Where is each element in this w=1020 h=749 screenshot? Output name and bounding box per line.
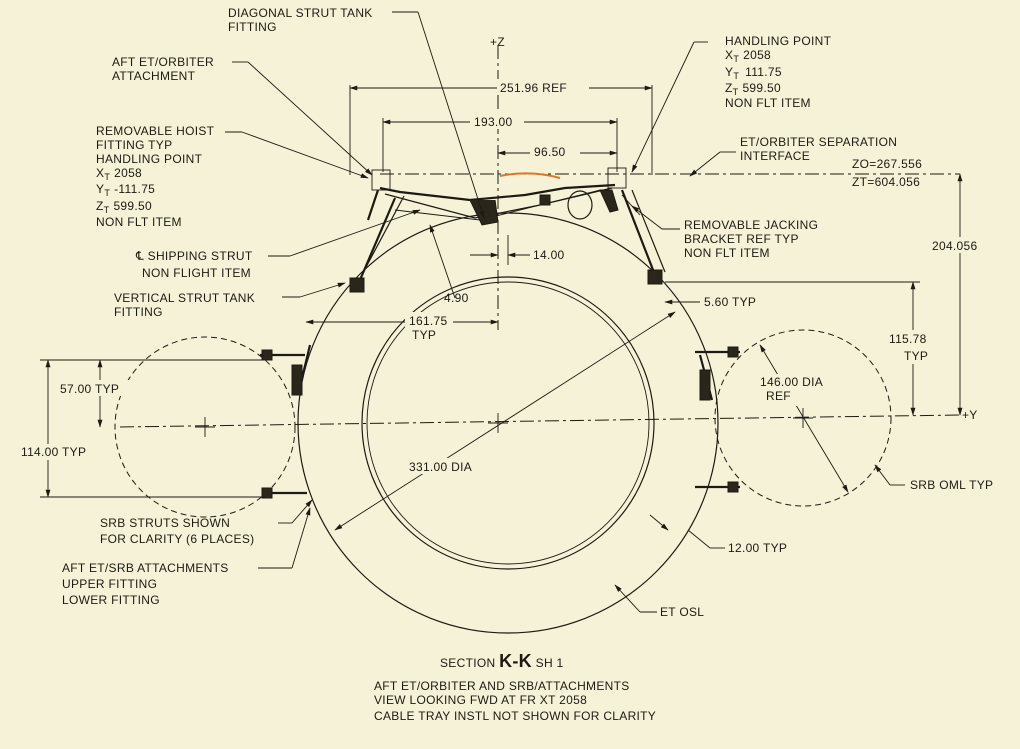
jacking-label-3: NON FLT ITEM xyxy=(684,246,770,260)
section-title: SECTION K-K SH 1 xyxy=(440,651,564,671)
vertical-strut-label-1: VERTICAL STRUT TANK xyxy=(114,291,255,305)
removable-hoist-line2: FITTING TYP xyxy=(96,138,172,152)
dim-96-label: 96.50 xyxy=(534,145,566,159)
zo-label: ZO=267.556 xyxy=(852,157,922,171)
removable-hoist-line3: HANDLING POINT xyxy=(96,152,203,166)
handling-point-right-note: NON FLT ITEM xyxy=(725,96,811,110)
dim-114-label: 114.00 TYP xyxy=(21,445,86,459)
dim-115-label: 115.78 xyxy=(889,332,927,346)
dim-146-ref: REF xyxy=(766,389,791,403)
dim-115-typ: TYP xyxy=(904,349,928,363)
caption-line-3: CABLE TRAY INSTL NOT SHOWN FOR CLARITY xyxy=(374,709,656,723)
separation-label-2: INTERFACE xyxy=(740,149,810,163)
separation-label-1: ET/ORBITER SEPARATION xyxy=(740,135,897,149)
dim-161-label: 161.75 xyxy=(409,314,448,328)
diagonal-strut-label-2: FITTING xyxy=(228,20,277,34)
srb-struts-right xyxy=(695,346,740,493)
aft-et-srb-label-3: LOWER FITTING xyxy=(62,593,160,607)
dim-490-label: 4.90 xyxy=(444,291,469,305)
dim-251-label: 251.96 REF xyxy=(500,81,567,95)
srb-struts-left xyxy=(260,344,312,499)
dim-14-label: 14.00 xyxy=(533,248,565,262)
srb-left-circle xyxy=(114,336,296,518)
shipping-strut-label-1: ℄ SHIPPING STRUT xyxy=(135,249,253,263)
srb-struts-label-1: SRB STRUTS SHOWN xyxy=(100,516,230,530)
orbiter-attachment-structure xyxy=(349,167,666,293)
srb-struts-label-2: FOR CLARITY (6 PLACES) xyxy=(100,532,254,546)
caption-line-2: VIEW LOOKING FWD AT FR XT 2058 xyxy=(374,693,587,707)
srb-right-center-mark xyxy=(793,408,813,428)
plus-y-label: +Y xyxy=(962,408,978,422)
aft-et-srb-label-2: UPPER FITTING xyxy=(62,577,157,591)
srb-left-center-mark xyxy=(195,417,215,437)
srb-right-circle xyxy=(714,329,892,507)
jacking-label-1: REMOVABLE JACKING xyxy=(684,218,818,232)
dim-12-label: 12.00 TYP xyxy=(728,541,787,555)
et-osl-label: ET OSL xyxy=(660,605,704,619)
plus-z-label: +Z xyxy=(490,35,505,49)
shipping-strut-label-2: NON FLIGHT ITEM xyxy=(142,266,251,280)
dim-560-label: 5.60 TYP xyxy=(704,295,756,309)
dim-204-label: 204.056 xyxy=(932,239,978,253)
horizontal-centerline xyxy=(119,414,961,428)
handling-point-right-title: HANDLING POINT xyxy=(725,34,832,48)
dim-331-label: 331.00 DIA xyxy=(409,460,472,474)
aft-et-orbiter-label-2: ATTACHMENT xyxy=(112,69,196,83)
dim-146-label: 146.00 DIA xyxy=(760,375,823,389)
diagonal-strut-label-1: DIAGONAL STRUT TANK xyxy=(228,6,373,20)
dim-193-label: 193.00 xyxy=(474,115,513,129)
dim-161-typ: TYP xyxy=(412,328,436,342)
caption-line-1: AFT ET/ORBITER AND SRB/ATTACHMENTS xyxy=(374,679,630,693)
dim-57-label: 57.00 TYP xyxy=(60,382,119,396)
jacking-label-2: BRACKET REF TYP xyxy=(684,232,799,246)
srb-oml-label: SRB OML TYP xyxy=(910,478,993,492)
removable-hoist-line1: REMOVABLE HOIST xyxy=(96,124,215,138)
vertical-strut-label-2: FITTING xyxy=(114,305,163,319)
aft-et-srb-label-1: AFT ET/SRB ATTACHMENTS xyxy=(62,561,229,575)
aft-et-orbiter-label-1: AFT ET/ORBITER xyxy=(112,55,214,69)
removable-hoist-note: NON FLT ITEM xyxy=(96,215,182,229)
removable-hoist-yt: YT-111.75 xyxy=(96,182,155,198)
zt-label: ZT=604.056 xyxy=(852,175,920,189)
